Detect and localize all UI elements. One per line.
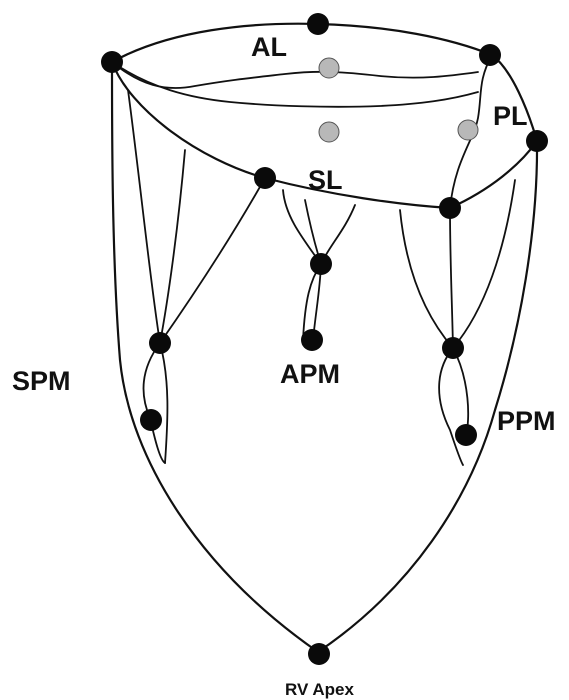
label-spm: SPM <box>12 366 71 396</box>
annulus-markers <box>319 58 478 142</box>
leaflet-boundaries <box>112 55 492 208</box>
landmark-markers <box>101 13 548 665</box>
landmark-ppm-base <box>455 424 477 446</box>
landmark-ppm-head <box>442 337 464 359</box>
label-rv-apex: RV Apex <box>285 680 355 699</box>
annulus-marker-septal <box>319 122 339 142</box>
annulus-marker-posterior <box>458 120 478 140</box>
label-al: AL <box>251 32 287 62</box>
label-apm: APM <box>280 359 340 389</box>
ventricle-outline <box>112 24 537 652</box>
landmark-posteroseptal-commissure <box>439 197 461 219</box>
label-sl: SL <box>308 165 343 195</box>
label-pl: PL <box>493 101 528 131</box>
landmark-pl <box>526 130 548 152</box>
landmark-spm-base <box>140 409 162 431</box>
landmark-anteroseptal-commissure <box>101 51 123 73</box>
annulus-marker-anterior <box>319 58 339 78</box>
landmark-sl <box>254 167 276 189</box>
landmark-rv-apex <box>308 643 330 665</box>
chordae-tendineae <box>128 90 515 465</box>
landmark-apm-base <box>301 329 323 351</box>
landmark-anteroposterior-commissure <box>479 44 501 66</box>
landmark-spm-head <box>149 332 171 354</box>
landmark-apm-head <box>310 253 332 275</box>
label-ppm: PPM <box>497 406 556 436</box>
landmark-al <box>307 13 329 35</box>
